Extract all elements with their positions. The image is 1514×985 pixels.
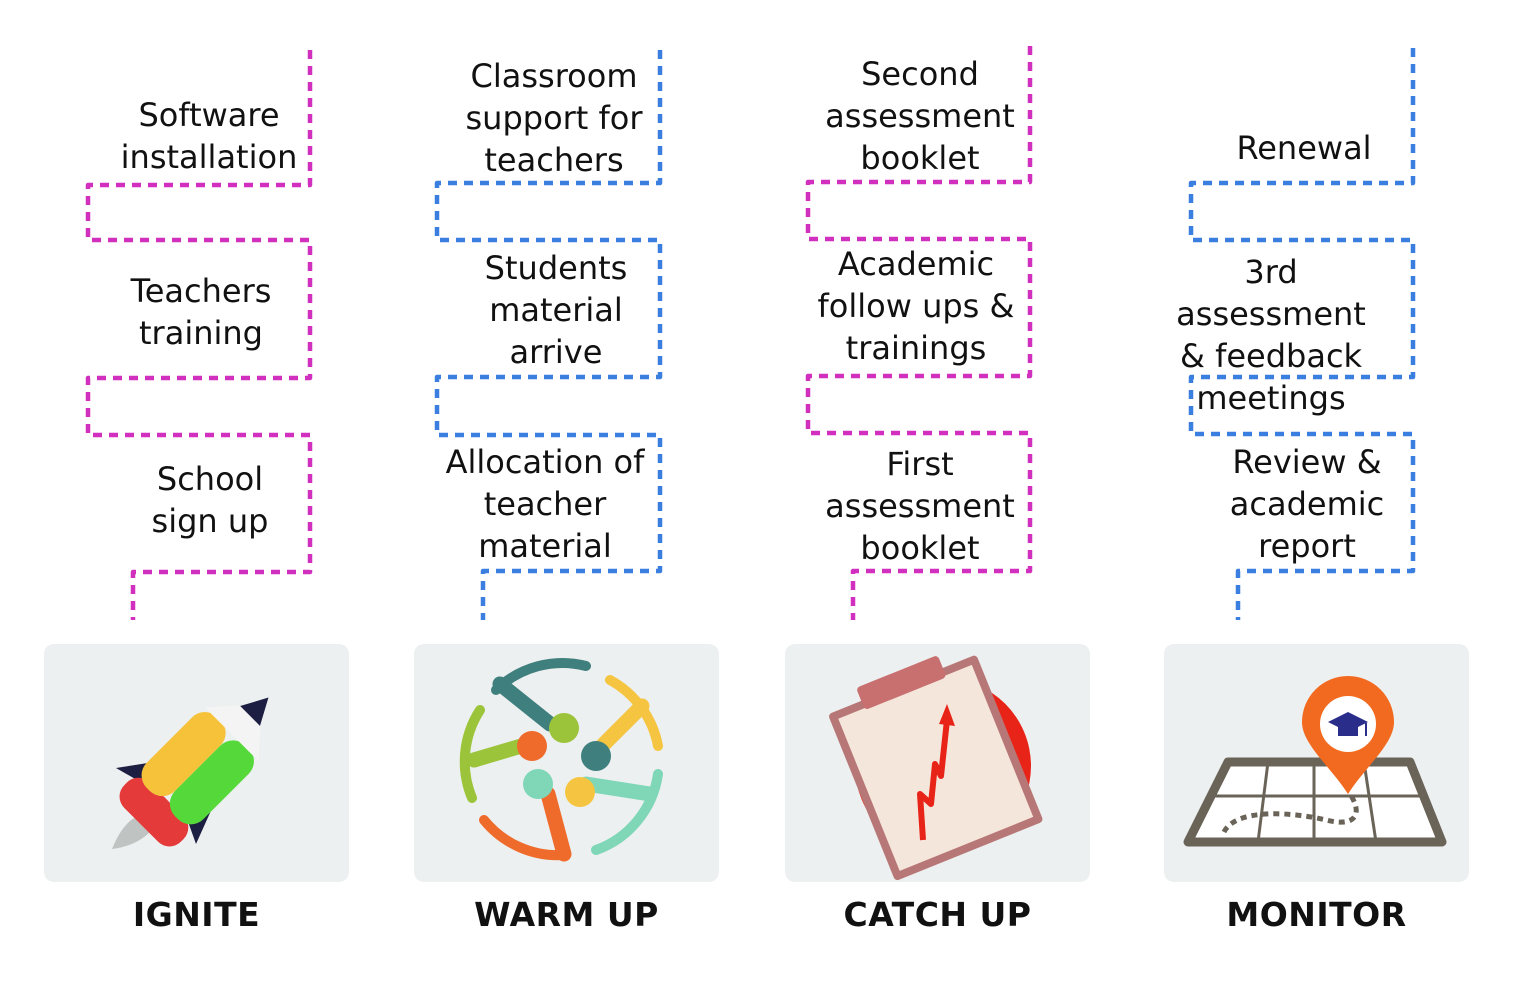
ignite-card [44,644,349,882]
step-review-report: Review & academic report [1229,443,1385,565]
catchup-dashed-path [805,46,1033,620]
warmup-label: WARM UP [474,895,659,934]
step-3rd-assessment: 3rd assessment & feedback meetings [1176,253,1366,417]
monitor-card [1164,644,1469,882]
warmup-card [414,644,719,882]
step-allocation-teacher-material: Allocation of teacher material [445,443,645,565]
warmup-dashed-path [434,50,663,620]
catchup-label: CATCH UP [843,895,1032,934]
joined-hands-circle-icon [459,658,663,862]
step-students-material: Students material arrive [484,249,628,371]
map-location-pin-icon [1183,676,1447,847]
step-software-installation: Software installation [120,96,298,176]
step-first-assessment: First assessment booklet [825,445,1015,567]
step-second-assessment: Second assessment booklet [825,55,1015,177]
ignite-label: IGNITE [132,895,261,934]
step-school-sign-up: School sign up [151,460,269,540]
monitor-dashed-path [1188,48,1416,620]
ignite-dashed-path [85,50,313,620]
step-academic-follow-ups: Academic follow ups & trainings [817,245,1015,367]
clipboard-growth-chart-icon [829,655,1043,881]
monitor-label: MONITOR [1226,895,1407,934]
step-classroom-support: Classroom support for teachers [465,57,643,179]
step-teachers-training: Teachers training [130,272,272,352]
catchup-card [785,644,1090,882]
step-renewal: Renewal [1236,129,1372,167]
rocket-pencil-icon [112,697,269,849]
